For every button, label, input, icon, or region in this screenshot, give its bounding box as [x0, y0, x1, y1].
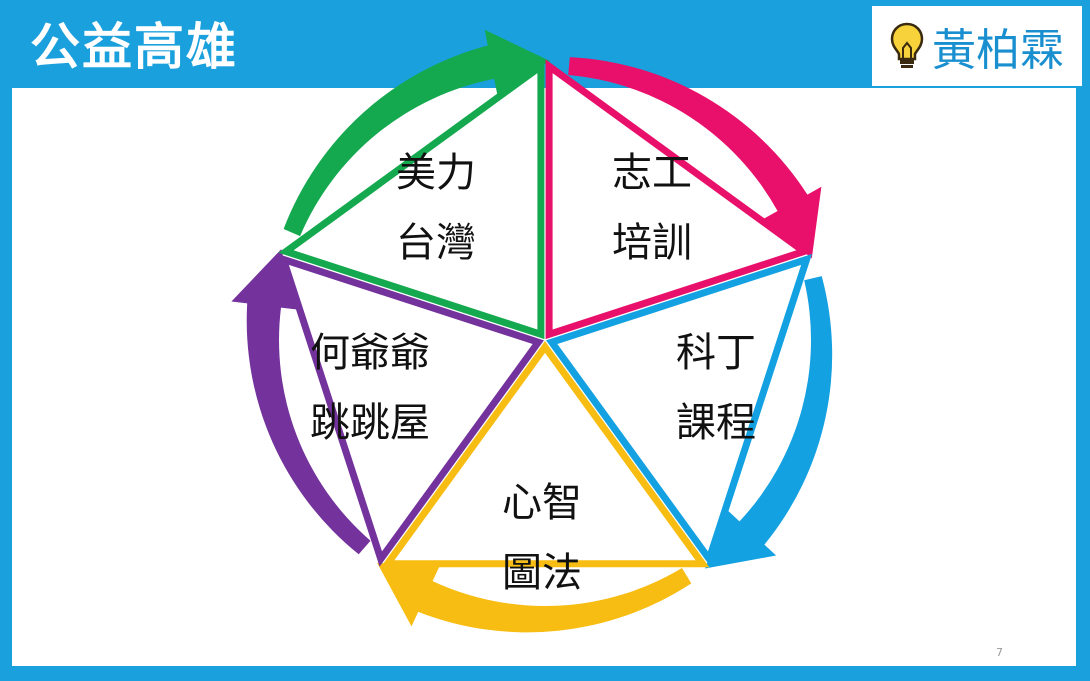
slide-title: 公益高雄: [30, 18, 238, 76]
segment-5-arrow: [283, 29, 550, 237]
segment-1-wedge: [545, 59, 812, 340]
segment-1-arrow: [568, 57, 822, 259]
segment-3-arrow: [377, 562, 692, 633]
segment-4-arrow: [231, 249, 371, 555]
segment-5-wedge: [278, 59, 545, 340]
segment-3-label-line2: 圖法: [502, 550, 582, 596]
segment-4-label-line1: 何爺爺: [310, 330, 430, 376]
segment-2-wedge: [546, 253, 813, 567]
lightbulb-icon: [890, 22, 924, 68]
author-badge: 黃柏霖: [872, 6, 1082, 86]
segment-2-label-line2: 課程: [676, 400, 756, 446]
segment-5-label-line1: 美力: [396, 150, 476, 196]
segment-1-label-line2: 培訓: [612, 220, 692, 266]
segment-5-label-line2: 台灣: [396, 220, 476, 266]
segment-1-label-line1: 志工: [612, 150, 692, 196]
segment-2-label-line1: 科丁: [676, 330, 756, 376]
author-name: 黃柏霖: [932, 25, 1064, 76]
page-number: 7: [996, 646, 1003, 659]
cycle-labels: 志工 培訓 科丁 課程 心智 圖法 何爺爺 跳跳屋 美力 台灣: [310, 150, 756, 596]
segment-4-wedge: [277, 253, 544, 567]
cycle-wedges: [277, 59, 813, 568]
segment-4-label-line2: 跳跳屋: [310, 400, 430, 446]
segment-3-wedge: [380, 341, 710, 568]
segment-3-label-line1: 心智: [502, 480, 582, 526]
